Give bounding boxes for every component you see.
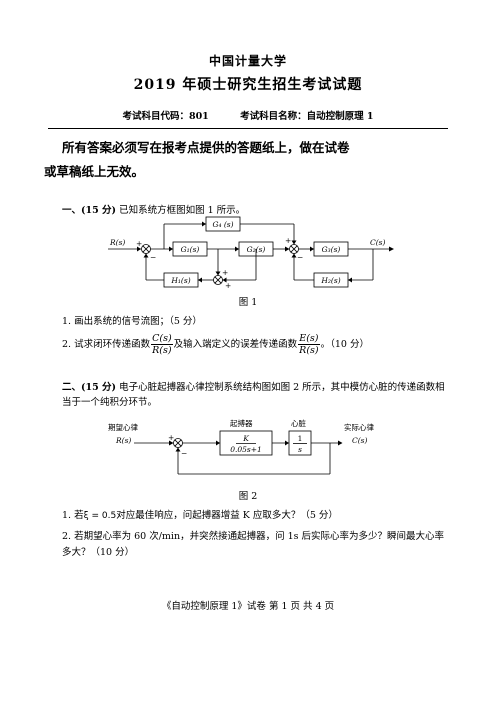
page-footer: 《自动控制原理 1》试卷 第 1 页 共 4 页 bbox=[161, 601, 335, 612]
fig2-pacer-label: 起搏器 bbox=[230, 418, 253, 428]
notice-line-1: 所有答案必须写在报考点提供的答题纸上，做在试卷 bbox=[62, 140, 350, 155]
q2-sub1-text-b: 对应最佳响应，问起搏器增益 K 应取多大？（5 分） bbox=[116, 510, 338, 521]
frac1-denominator: R(s) bbox=[152, 345, 172, 356]
q2-sub1-text-a: 1. 若 bbox=[62, 510, 84, 521]
fig2-output-symbol: C(s) bbox=[352, 436, 368, 445]
q1-sub2-text-b: 及输入端定义的误差传递函数 bbox=[173, 339, 298, 350]
header-divider bbox=[48, 128, 448, 129]
damping-ratio-value: ξ = 0.5 bbox=[83, 511, 117, 521]
frac2-numerator: E(s) bbox=[298, 333, 320, 345]
fig1-block-h2: H₂(s) bbox=[320, 276, 340, 285]
question-2-heading: 二、(15 分) bbox=[62, 382, 117, 393]
question-2-text: 电子心脏起搏器心律控制系统结构图如图 2 所示，其中模仿心脏的传递函数相当于一个… bbox=[62, 382, 445, 408]
fig2-pacer-denominator: 0.05s+1 bbox=[230, 445, 262, 454]
question-2-sub-2: 2. 若期望心率为 60 次/min，并突然接通起搏器，问 1s 后实际心率为多… bbox=[62, 531, 445, 558]
figure-1-block-diagram: R(s) C(s) G₁(s) G₂(s) G₃(s) G₄ (s) H₁(s)… bbox=[108, 216, 394, 290]
fig2-heart-numerator: 1 bbox=[298, 434, 303, 443]
question-2-sub-1: 1. 若ξ = 0.5对应最佳响应，问起搏器增益 K 应取多大？（5 分） bbox=[62, 509, 462, 523]
fig1-sum2-plus-top: + bbox=[285, 236, 291, 245]
fig1-block-g4: G₄ (s) bbox=[212, 220, 233, 229]
fig2-sum-plus: + bbox=[168, 433, 174, 442]
subject-code: 考试科目代码：801 bbox=[122, 111, 209, 122]
fig2-heart-denominator: s bbox=[298, 445, 302, 454]
question-2-intro: 二、(15 分) 电子心脏起搏器心律控制系统结构图如图 2 所示，其中模仿心脏的… bbox=[62, 380, 447, 410]
fig1-sum1-minus: − bbox=[150, 253, 156, 262]
closed-loop-transfer-fraction: C(s)R(s) bbox=[151, 333, 173, 356]
frac2-denominator: R(s) bbox=[299, 345, 319, 356]
fig2-heart-label: 心脏 bbox=[291, 418, 306, 428]
subject-info: 考试科目代码：801 考试科目名称：自动控制原理 1 bbox=[0, 108, 496, 122]
fig2-pacer-numerator: K bbox=[242, 434, 249, 443]
question-1-intro: 一、(15 分) 已知系统方框图如图 1 所示。 bbox=[62, 203, 462, 218]
fig1-input-label: R(s) bbox=[109, 238, 125, 247]
fig1-block-h1: H₁(s) bbox=[170, 276, 190, 285]
fig2-output-desc: 实际心律 bbox=[344, 422, 374, 432]
figure-2-caption: 图 2 bbox=[238, 491, 258, 502]
fig1-sum3-plus-right: + bbox=[225, 281, 231, 290]
notice-line-2: 或草稿纸上无效。 bbox=[44, 164, 145, 179]
frac1-numerator: C(s) bbox=[151, 333, 173, 345]
question-1-sub-1: 1. 画出系统的信号流图；（5 分） bbox=[62, 316, 202, 327]
figure-1-caption: 图 1 bbox=[238, 297, 258, 308]
fig1-sum2-minus: − bbox=[297, 253, 303, 262]
figure-2-block-diagram: 期望心律 R(s) 起搏器 K 0.05s+1 心脏 1 s 实际心律 C(s)… bbox=[108, 418, 374, 475]
question-1-text: 已知系统方框图如图 1 所示。 bbox=[119, 205, 246, 216]
fig2-sum-minus: − bbox=[181, 449, 187, 458]
fig1-block-g2: G₂(s) bbox=[247, 245, 266, 254]
fig1-sum3-plus: + bbox=[222, 268, 228, 277]
exam-title: 2019 年硕士研究生招生考试试题 bbox=[133, 77, 363, 93]
fig2-input-desc: 期望心律 bbox=[108, 422, 138, 432]
q1-sub2-text-c: 。（10 分） bbox=[320, 339, 369, 350]
fig1-output-label: C(s) bbox=[370, 238, 386, 247]
error-transfer-fraction: E(s)R(s) bbox=[298, 333, 320, 356]
q1-sub2-text-a: 2. 试求闭环传递函数 bbox=[62, 339, 151, 350]
question-1-heading: 一、(15 分) bbox=[62, 205, 117, 216]
answer-notice: 所有答案必须写在报考点提供的答题纸上，做在试卷 或草稿纸上无效。 bbox=[44, 136, 452, 184]
fig1-block-g1: G₁(s) bbox=[181, 245, 200, 254]
subject-name: 考试科目名称：自动控制原理 1 bbox=[240, 111, 374, 122]
fig2-input-symbol: R(s) bbox=[115, 436, 131, 445]
fig1-sum1-plus: + bbox=[136, 239, 142, 248]
fig1-block-g3: G₃(s) bbox=[322, 245, 341, 254]
school-name: 中国计量大学 bbox=[208, 54, 287, 68]
